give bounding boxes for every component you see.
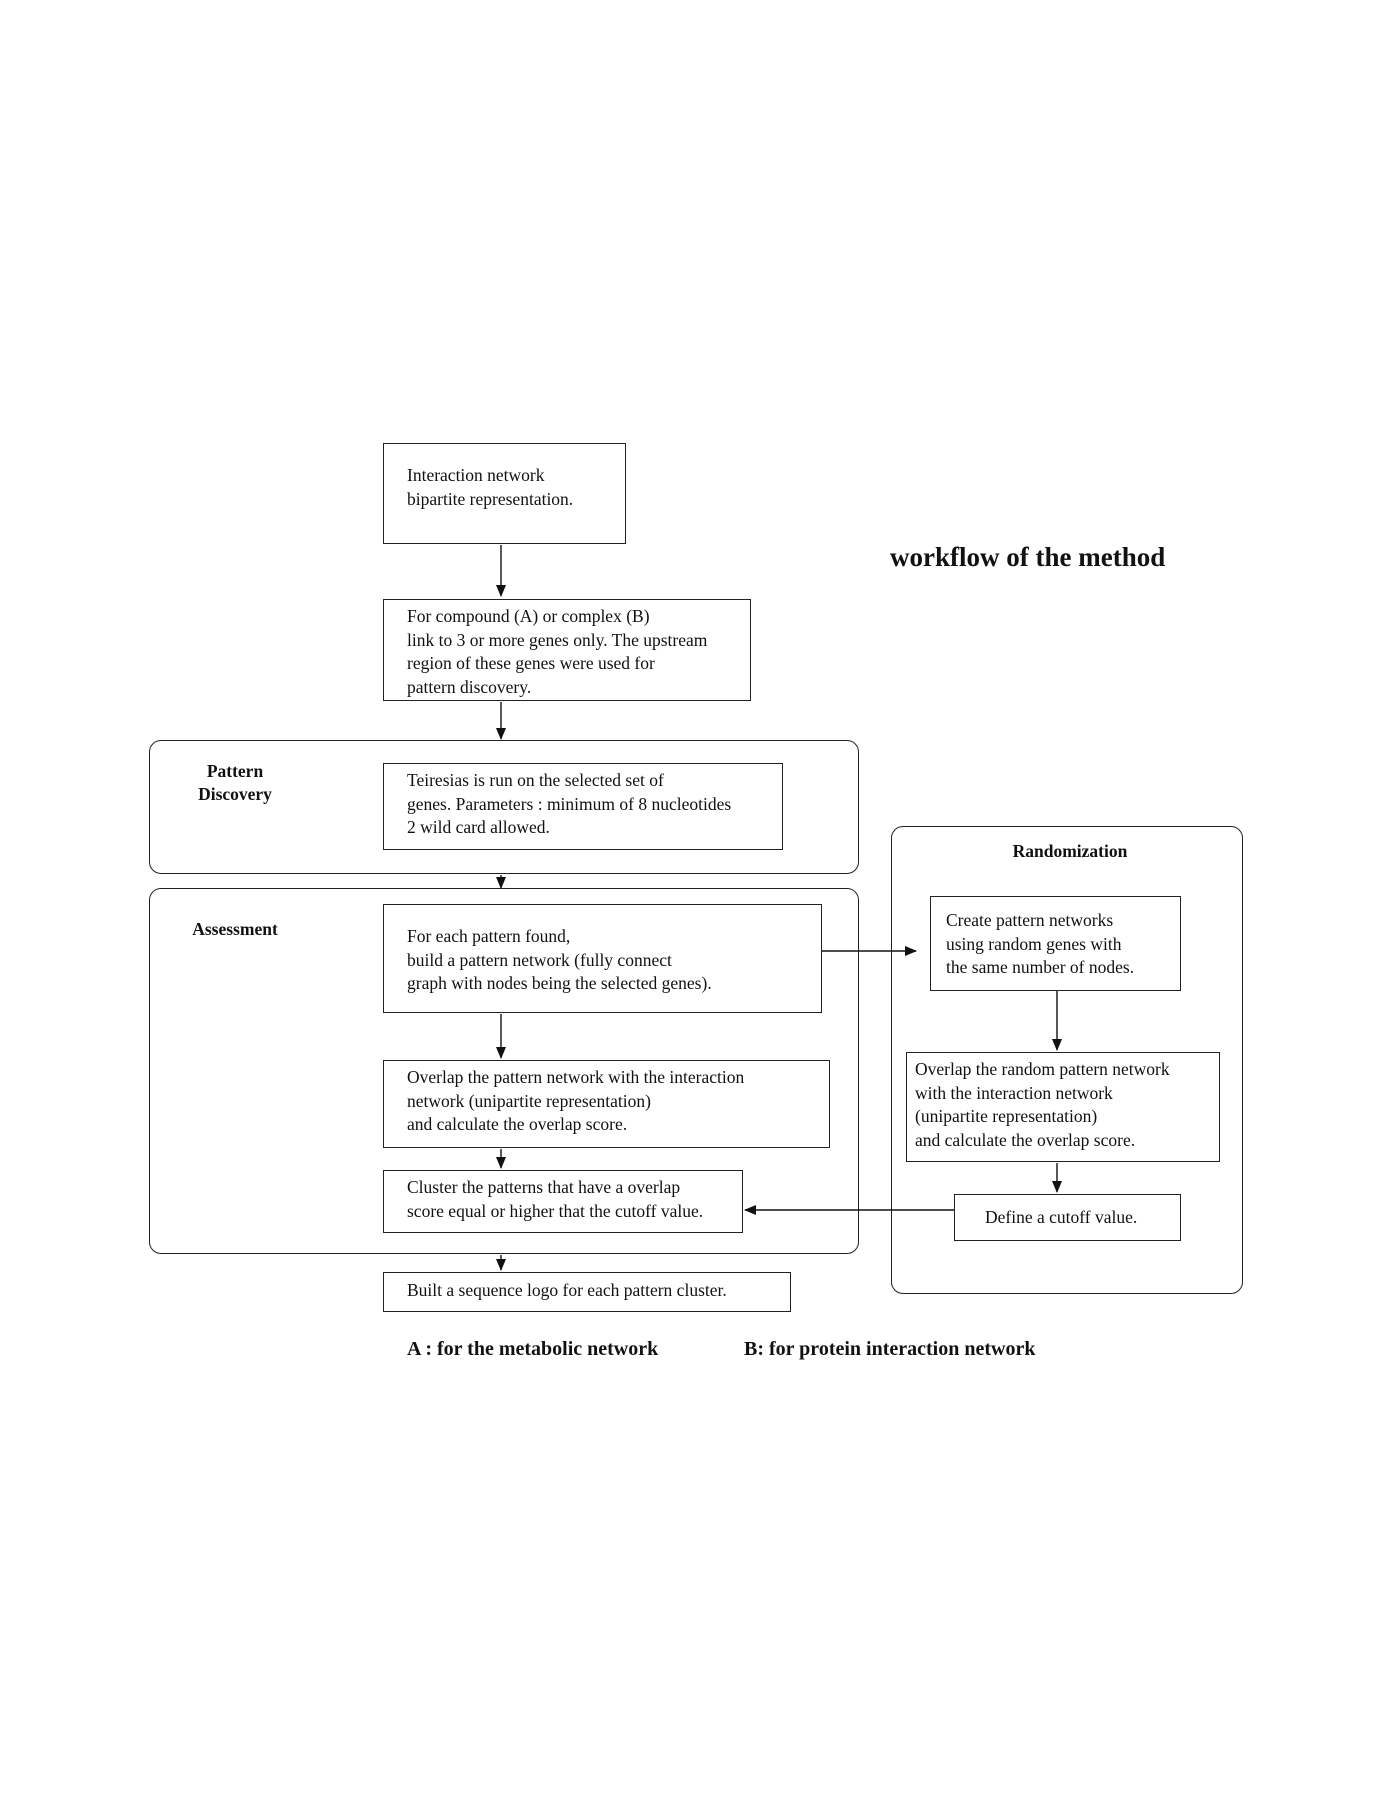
- sequence-logo-box: [383, 1272, 791, 1312]
- legend-b: B: for protein interaction network: [744, 1338, 1036, 1360]
- step-text-line: Teiresias is run on the selected set of: [407, 770, 664, 790]
- step-text-line: For compound (A) or complex (B): [407, 606, 650, 626]
- random-overlap-box: [906, 1052, 1220, 1162]
- step-text-line: Built a sequence logo for each pattern c…: [407, 1280, 727, 1300]
- overlap-text: Overlap the pattern network with the int…: [407, 1066, 744, 1137]
- pattern-discovery-label: Pattern Discovery: [178, 760, 292, 806]
- cutoff-box: [954, 1194, 1181, 1241]
- step-text-line: (unipartite representation): [915, 1106, 1098, 1126]
- step-text-line: Define a cutoff value.: [985, 1207, 1138, 1227]
- step-text-line: network (unipartite representation): [407, 1090, 651, 1111]
- step-text-line: Cluster the patterns that have a overlap: [407, 1177, 681, 1197]
- pattern-discovery-label-line: Pattern: [206, 761, 264, 781]
- interaction-network-text: Interaction network bipartite representa…: [407, 464, 573, 511]
- random-networks-box: [930, 896, 1181, 991]
- step-text-line: Create pattern networks: [946, 910, 1114, 930]
- step-text-line: Interaction network: [407, 465, 545, 485]
- step-text-line: with the interaction network: [915, 1082, 1113, 1103]
- step-text-line: Overlap the random pattern network: [915, 1059, 1170, 1079]
- cluster-box: [383, 1170, 743, 1233]
- step-text-line: the same number of nodes.: [946, 957, 1135, 977]
- step-text-line: Overlap the pattern network with the int…: [407, 1067, 745, 1087]
- step-text-line: score equal or higher that the cutoff va…: [407, 1200, 704, 1221]
- step-text-line: and calculate the overlap score.: [915, 1129, 1136, 1150]
- step-text-line: genes. Parameters : minimum of 8 nucleot…: [407, 793, 732, 814]
- cluster-text: Cluster the patterns that have a overlap…: [407, 1176, 703, 1223]
- legend-a: A : for the metabolic network: [407, 1338, 659, 1360]
- step-text-line: bipartite representation.: [407, 488, 574, 509]
- interaction-network-box: [383, 443, 626, 544]
- compound-complex-text: For compound (A) or complex (B) link to …: [407, 605, 707, 699]
- step-text-line: and calculate the overlap score.: [407, 1114, 628, 1134]
- random-overlap-text: Overlap the random pattern network with …: [915, 1058, 1170, 1152]
- overlap-box: [383, 1060, 830, 1148]
- teiresias-box: [383, 763, 783, 850]
- pattern-discovery-group: [149, 740, 859, 874]
- step-text-line: graph with nodes being the selected gene…: [407, 973, 712, 993]
- step-text-line: link to 3 or more genes only. The upstre…: [407, 629, 708, 650]
- compound-complex-box: [383, 599, 751, 701]
- random-networks-text: Create pattern networks using random gen…: [946, 909, 1134, 980]
- diagram-title: workflow of the method: [890, 542, 1166, 572]
- step-text-line: For each pattern found,: [407, 926, 571, 946]
- pattern-network-box: [383, 904, 822, 1013]
- teiresias-text: Teiresias is run on the selected set of …: [407, 769, 731, 840]
- step-text-line: build a pattern network (fully connect: [407, 949, 672, 970]
- cutoff-text: Define a cutoff value.: [985, 1206, 1137, 1230]
- step-text-line: pattern discovery.: [407, 676, 532, 697]
- step-text-line: using random genes with: [946, 933, 1122, 954]
- sequence-logo-text: Built a sequence logo for each pattern c…: [407, 1279, 727, 1303]
- pattern-discovery-label-line: Discovery: [198, 784, 272, 804]
- step-text-line: 2 wild card allowed.: [407, 817, 550, 837]
- pattern-network-text: For each pattern found, build a pattern …: [407, 925, 712, 996]
- step-text-line: region of these genes were used for: [407, 653, 655, 673]
- assessment-label: Assessment: [192, 919, 278, 939]
- randomization-group: [891, 826, 1243, 1294]
- randomization-label: Randomization: [1012, 841, 1128, 861]
